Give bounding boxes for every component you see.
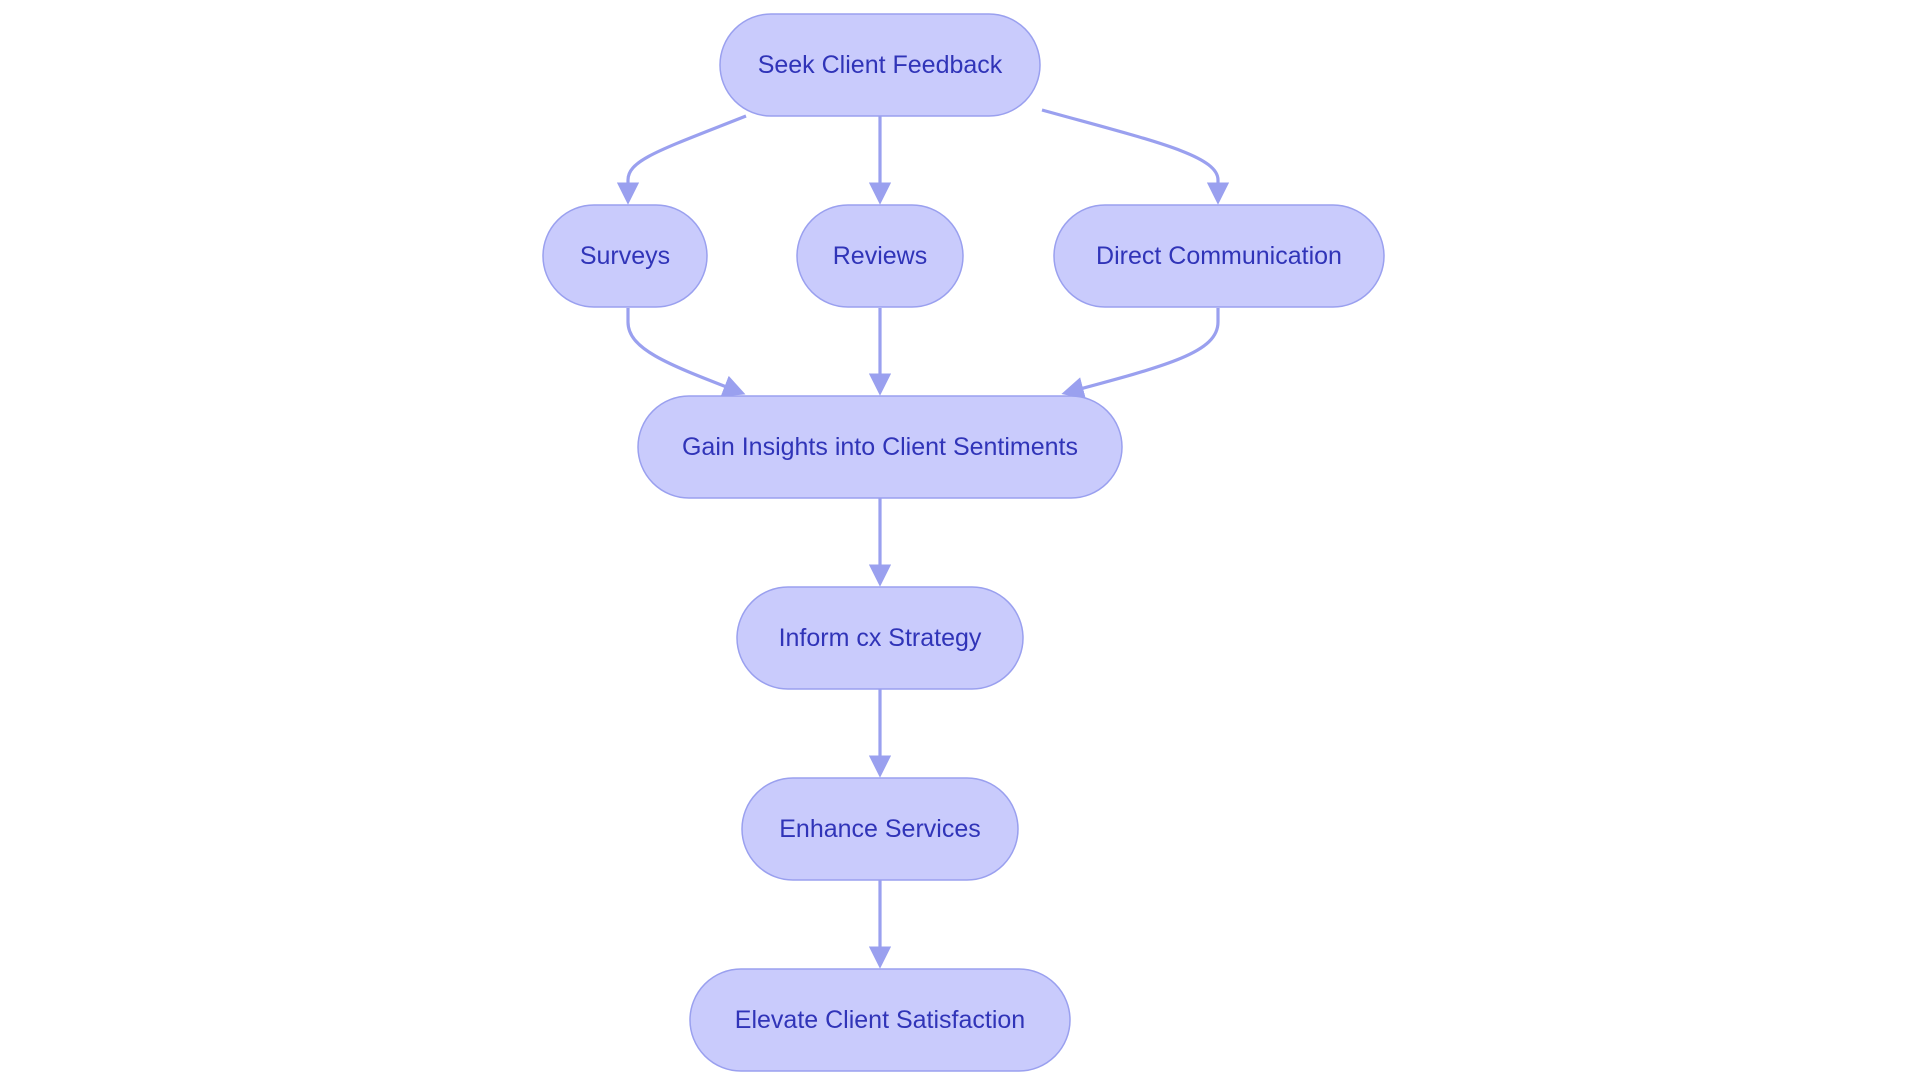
node-enhance-services: Enhance Services xyxy=(741,777,1019,881)
edge-seek-to-surveys xyxy=(616,114,747,205)
node-label: Direct Communication xyxy=(1096,242,1342,270)
node-label: Enhance Services xyxy=(779,815,981,843)
edges xyxy=(616,108,1230,969)
node-direct-communication: Direct Communication xyxy=(1053,204,1385,308)
nodes: Seek Client Feedback Surveys Reviews Dir… xyxy=(542,13,1385,1072)
node-label: Elevate Client Satisfaction xyxy=(735,1006,1025,1034)
node-seek-client-feedback: Seek Client Feedback xyxy=(719,13,1041,117)
node-surveys: Surveys xyxy=(542,204,708,308)
node-label: Gain Insights into Client Sentiments xyxy=(682,433,1078,461)
node-label: Seek Client Feedback xyxy=(758,51,1003,79)
node-elevate-client-satisfaction: Elevate Client Satisfaction xyxy=(689,968,1071,1072)
edge-surveys-to-insights xyxy=(626,308,746,397)
node-label: Surveys xyxy=(580,242,670,270)
node-reviews: Reviews xyxy=(796,204,964,308)
node-label: Inform cx Strategy xyxy=(779,624,982,652)
node-gain-insights: Gain Insights into Client Sentiments xyxy=(637,395,1123,499)
edge-direct-to-insights xyxy=(1061,308,1220,400)
node-inform-cx-strategy: Inform cx Strategy xyxy=(736,586,1024,690)
edge-seek-to-direct xyxy=(1041,108,1230,205)
node-label: Reviews xyxy=(833,242,927,270)
